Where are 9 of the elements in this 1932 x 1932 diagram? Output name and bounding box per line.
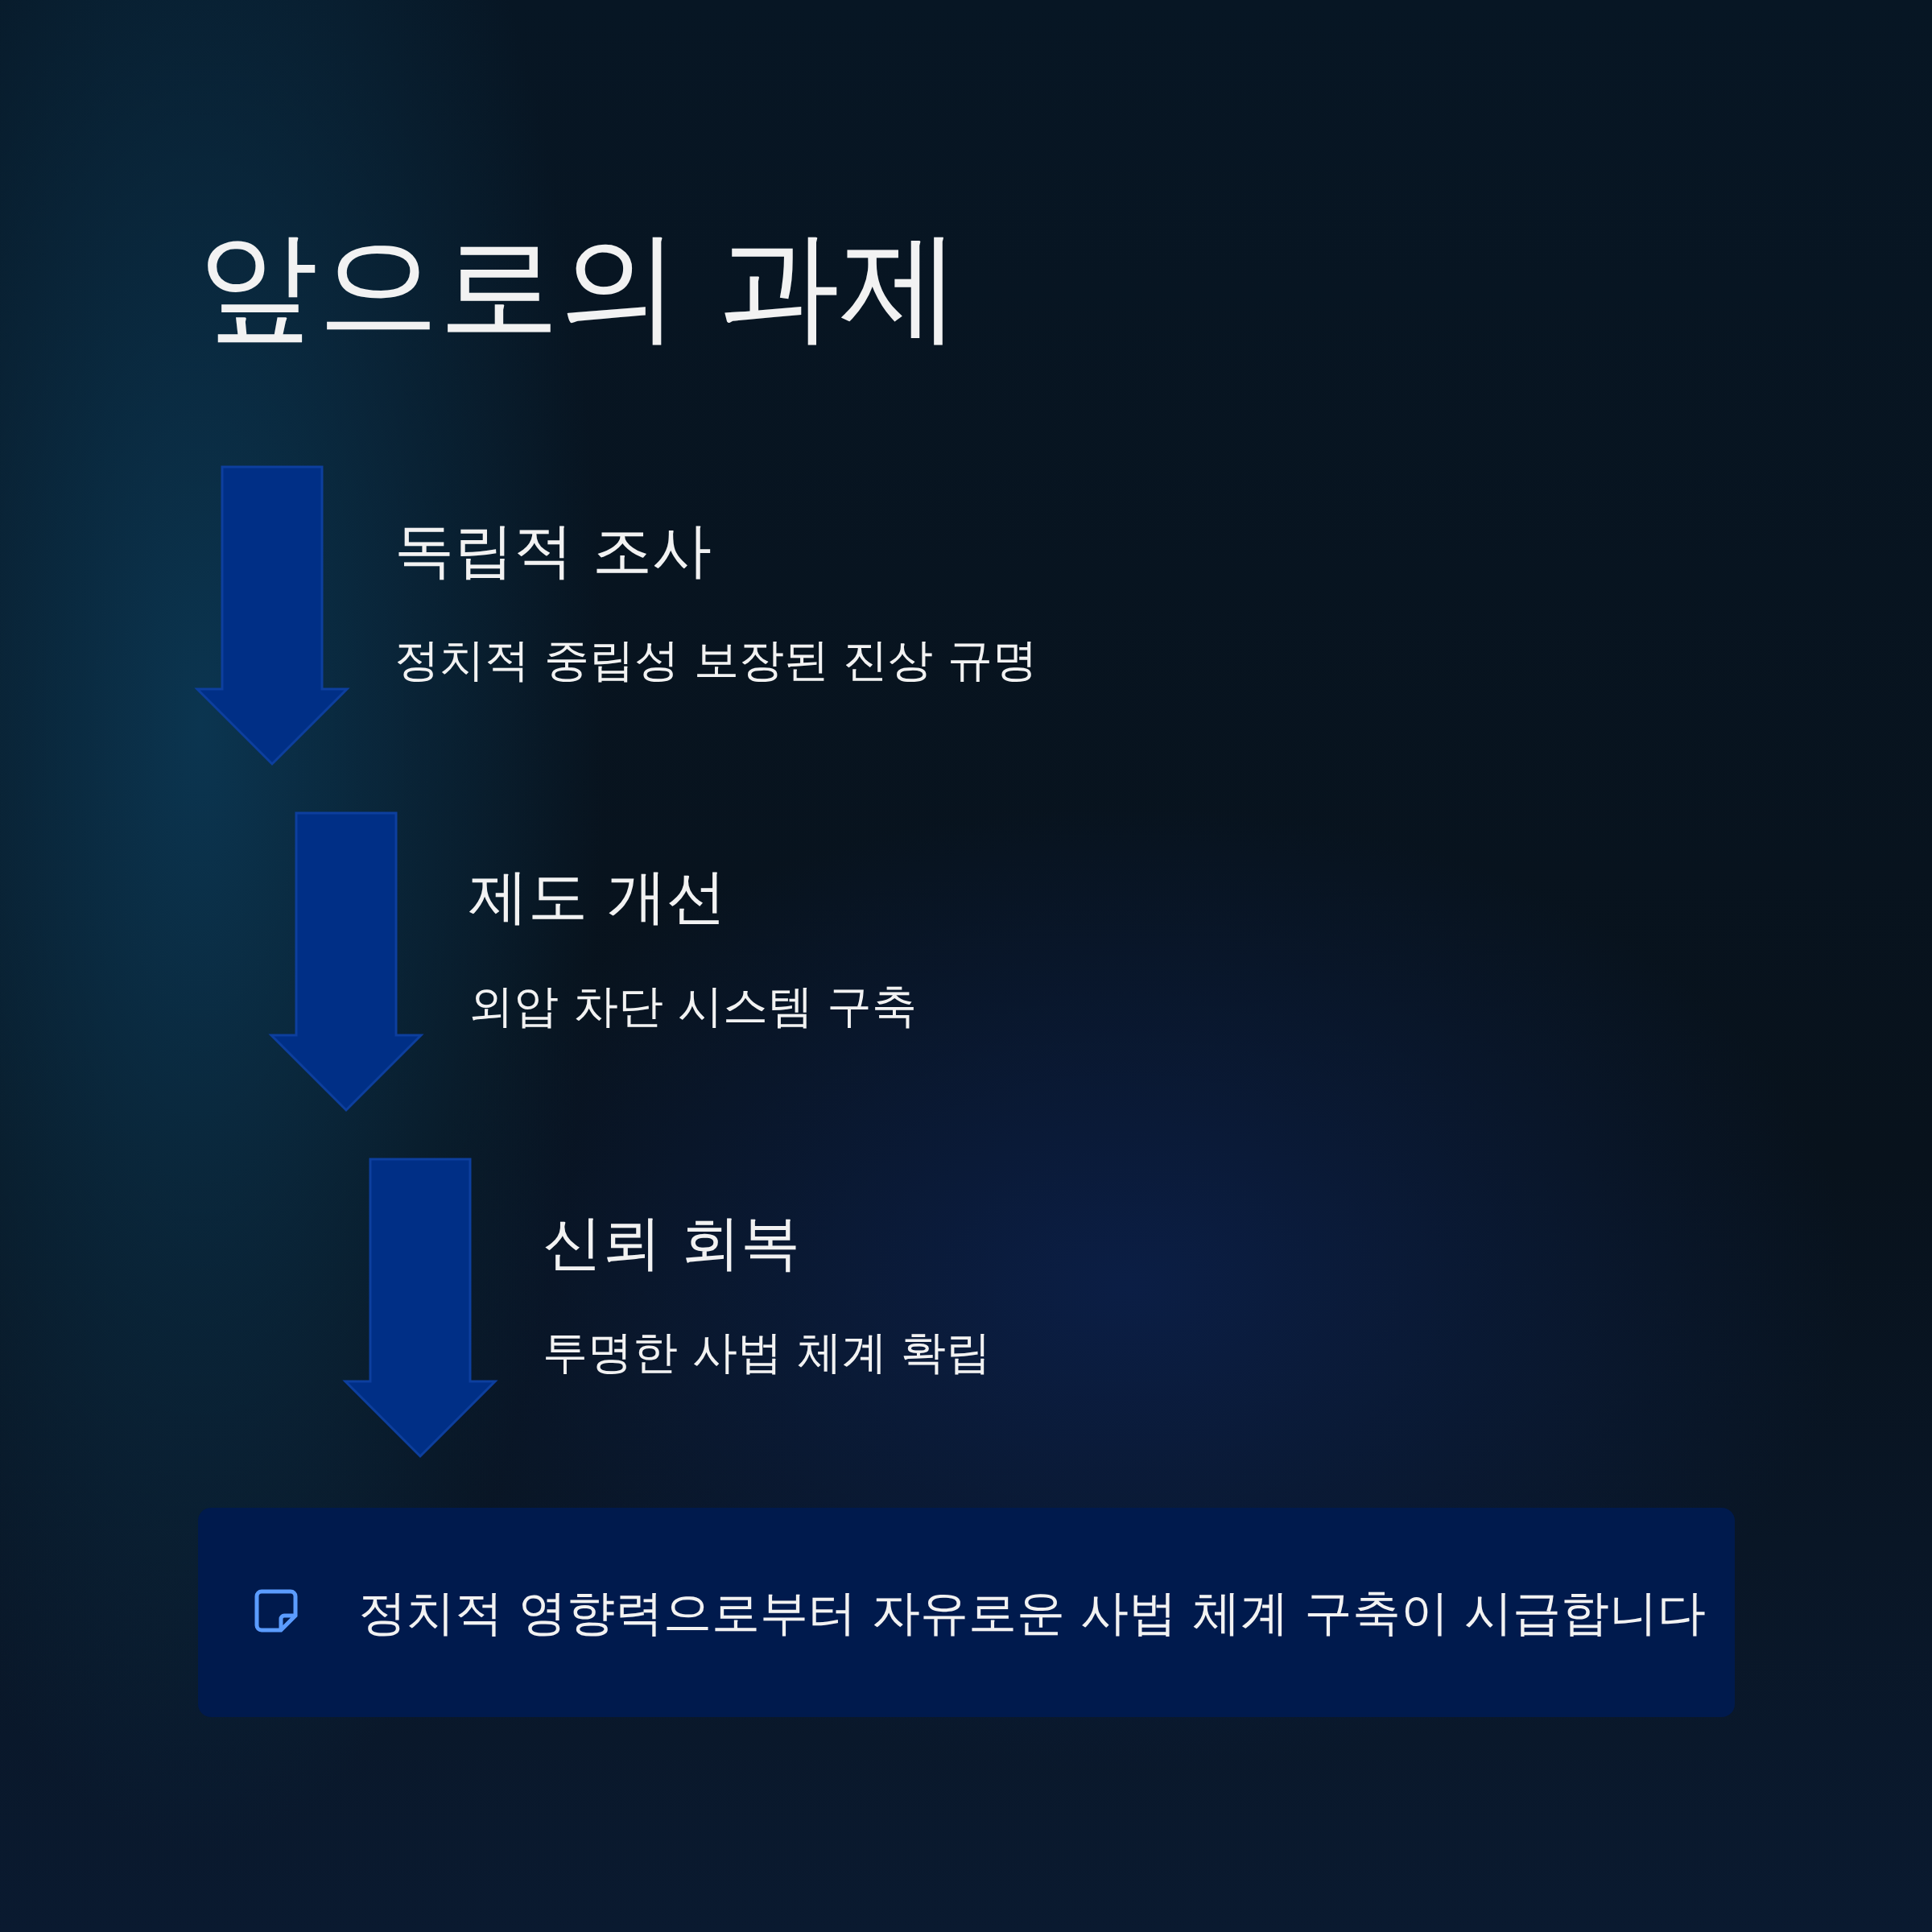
step-description: 외압 차단 시스템 구축 [469, 979, 918, 1034]
slide-title: 앞으로의 과제 [197, 215, 960, 357]
step-heading: 신뢰 회복 [543, 1207, 800, 1278]
step-heading: 독립적 조사 [394, 514, 712, 586]
step-description: 정치적 중립성 보장된 진상 규명 [394, 633, 1038, 687]
note-text: 정치적 영향력으로부터 자유로운 사법 체계 구축이 시급합니다 [358, 1583, 1707, 1642]
step-heading: 제도 개선 [469, 861, 726, 932]
note-panel [198, 1508, 1735, 1717]
step-description: 투명한 사법 체계 확립 [543, 1325, 992, 1380]
